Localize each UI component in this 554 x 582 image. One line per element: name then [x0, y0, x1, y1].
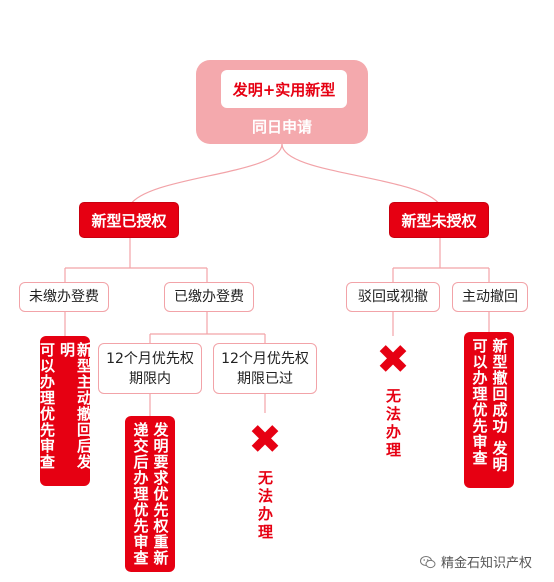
priority-expired-line-2: 期限已过 [237, 370, 293, 387]
node-priority-within: 12个月优先权 期限内 [98, 343, 202, 394]
note-within-col-2: 递交后办理优先审查 [131, 422, 150, 566]
root-title: 发明+实用新型 [221, 70, 347, 108]
note-withdrawn-col-2: 可以办理优先审查 [470, 338, 489, 466]
note-withdrawn-col-1: 新型撤回成功 发明 [490, 338, 509, 473]
branch-authorized: 新型已授权 [80, 203, 178, 237]
priority-within-line-2: 期限内 [129, 370, 171, 387]
note-priority-within: 发明要求优先权重新 递交后办理优先审查 [125, 416, 175, 572]
result-rejected: 无法办理 [384, 388, 402, 460]
watermark: 精金石知识产权 [420, 552, 532, 571]
node-paid-fee: 已缴办登费 [164, 282, 254, 312]
node-unpaid-fee: 未缴办登费 [19, 282, 109, 312]
x-mark-icon: ✖ [248, 417, 282, 463]
node-rejected: 驳回或视撤 [346, 282, 440, 312]
root-subtitle: 同日申请 [251, 118, 312, 136]
watermark-text: 精金石知识产权 [441, 556, 533, 571]
note-unpaid: 新型主动撤回后发明 可以办理优先审查 [38, 336, 93, 486]
note-within-col-1: 发明要求优先权重新 [151, 422, 170, 566]
priority-expired-line-1: 12个月优先权 [221, 350, 309, 367]
x-mark-icon: ✖ [376, 337, 410, 383]
result-expired: 无法办理 [256, 470, 274, 542]
wechat-icon [420, 555, 436, 568]
note-unpaid-col-1: 新型主动撤回后发明 [58, 342, 93, 470]
node-priority-expired: 12个月优先权 期限已过 [213, 343, 317, 394]
branch-unauthorized: 新型未授权 [390, 203, 488, 237]
note-unpaid-col-2: 可以办理优先审查 [38, 342, 56, 470]
note-withdrawn: 新型撤回成功 发明 可以办理优先审查 [464, 332, 514, 488]
priority-within-line-1: 12个月优先权 [106, 350, 194, 367]
node-withdrawn: 主动撤回 [452, 282, 528, 312]
